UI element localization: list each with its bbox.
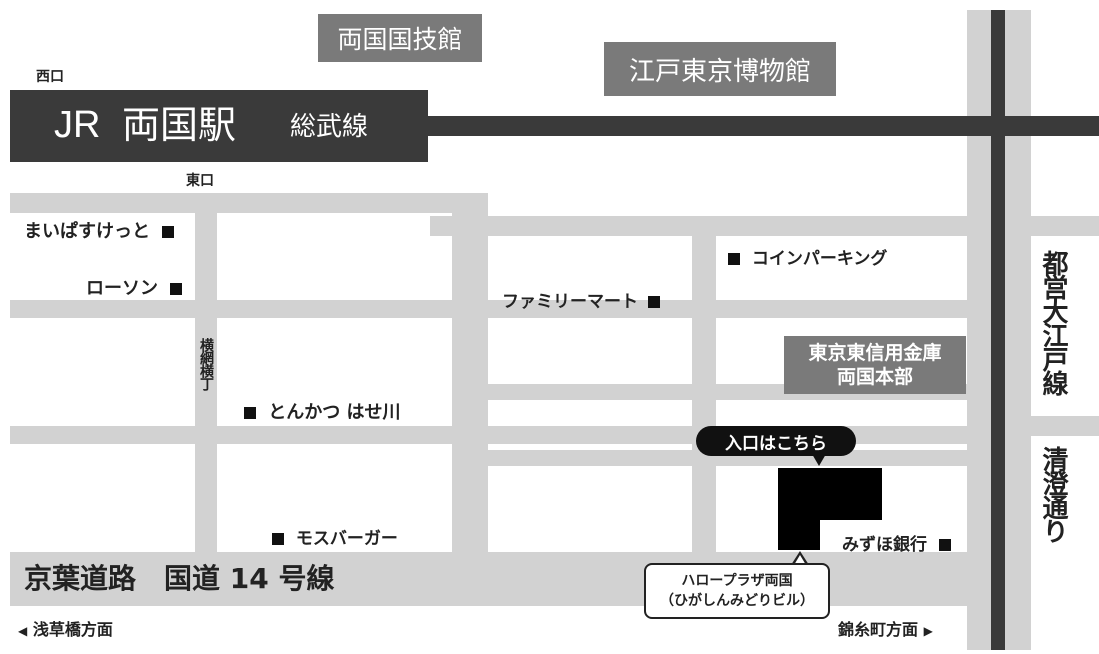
left-arrow-icon: ◀ [18, 624, 28, 638]
road-north-horizontal-east [430, 216, 1010, 236]
road-north-horizontal [10, 193, 488, 213]
right-arrow-icon: ▶ [923, 624, 933, 638]
oedo-line-label: 都営大江戸線 [1038, 250, 1068, 394]
familymart-poi: ファミリーマート [502, 287, 660, 312]
oedo-line-track [991, 10, 1005, 650]
station-name: 両国駅 [122, 103, 237, 147]
road-east-strip [1031, 216, 1099, 236]
asakusabashi-label: 浅草橋方面 [32, 620, 113, 639]
road-vertical-3 [692, 216, 716, 553]
lawson-poi: ローソン [86, 274, 183, 300]
kokugikan-label: 両国国技館 [337, 25, 463, 54]
road-keiyo [10, 552, 1010, 606]
kiyosumi-dori-label: 清澄通り [1038, 446, 1068, 542]
maipasuketto-poi: まいぱすけっと [24, 217, 175, 243]
shop-marker-icon [647, 296, 660, 308]
tonkatsu-label: とんかつ はせ川 [268, 402, 401, 423]
mos-poi: モスバーガー [272, 524, 398, 549]
building-label-line2: （ひがしんみどりビル） [660, 593, 814, 609]
lawson-label: ローソン [86, 278, 158, 299]
tonkatsu-poi: とんかつ はせ川 [244, 398, 401, 424]
shop-marker-icon [244, 407, 256, 419]
building-label-line1: ハロープラザ両国 [681, 573, 793, 589]
shop-marker-icon [272, 533, 284, 545]
shop-marker-icon [728, 253, 740, 265]
kokugikan-box: 両国国技館 [318, 14, 482, 62]
road-vertical-2 [452, 193, 488, 553]
mos-label: モスバーガー [295, 529, 398, 549]
east-exit-label: 東口 [186, 173, 214, 189]
yokoami-yokocho-label: 横網横丁 [198, 338, 214, 390]
building-callout: ハロープラザ両国 （ひがしんみどりビル） [644, 563, 830, 619]
edo-museum-label: 江戸東京博物館 [628, 56, 811, 87]
direction-kinshicho: 錦糸町方面 ▶ [838, 616, 933, 640]
road-south-horizontal [10, 426, 1010, 444]
shop-marker-icon [938, 539, 951, 551]
road-middle-horizontal [10, 300, 1010, 318]
keiyo-road-label: 京葉道路 国道 14 号線 [24, 562, 335, 595]
entrance-label: 入口はこちら [725, 433, 827, 454]
edo-museum-box: 江戸東京博物館 [604, 42, 836, 96]
bank-label-line2: 両国本部 [836, 366, 913, 388]
station-line: 総武線 [290, 112, 369, 142]
jr-ryogoku-station: JR 両国駅 総武線 [10, 90, 428, 162]
coin-parking-poi: コインパーキング [728, 244, 887, 269]
familymart-label: ファミリーマート [502, 292, 638, 312]
mizuho-label: みずほ銀行 [842, 535, 927, 555]
station-jr: JR [54, 104, 101, 146]
target-building-bottom [778, 518, 820, 550]
road-east-strip-2 [1031, 416, 1099, 436]
target-building-top [778, 468, 882, 520]
road-vertical-yokoami [195, 193, 217, 553]
bank-label-line1: 東京東信用金庫 [808, 342, 942, 364]
sobu-line-track [428, 116, 1099, 136]
shop-marker-icon [162, 226, 175, 238]
shop-marker-icon [170, 283, 183, 295]
direction-asakusabashi: ◀ 浅草橋方面 [18, 616, 113, 640]
maipasuketto-label: まいぱすけっと [24, 221, 150, 242]
building-callout-pointer-fill [794, 555, 806, 565]
entrance-callout-pointer [812, 454, 826, 466]
kinshicho-label: 錦糸町方面 [838, 620, 919, 639]
west-exit-label: 西口 [36, 69, 64, 85]
mizuho-poi: みずほ銀行 [842, 530, 951, 555]
coin-parking-label: コインパーキング [751, 249, 888, 269]
entrance-callout: 入口はこちら [696, 426, 856, 456]
bank-box: 東京東信用金庫 両国本部 [784, 336, 966, 394]
